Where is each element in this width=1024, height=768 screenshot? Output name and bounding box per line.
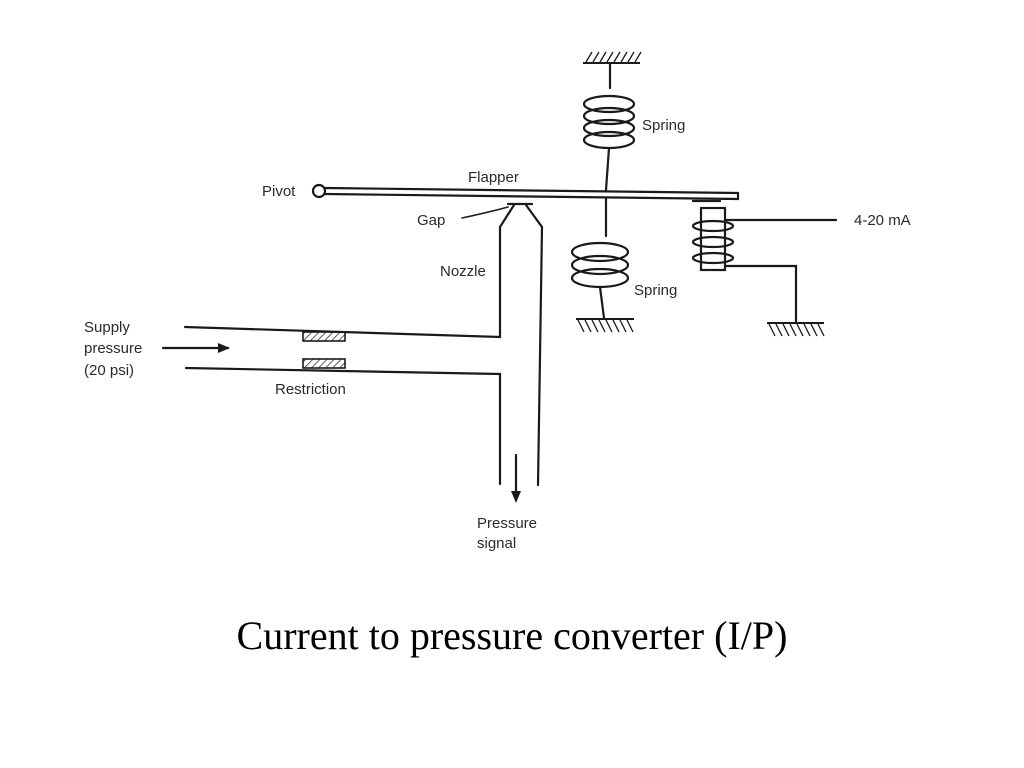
current-input-label: 4-20 mA [854, 212, 911, 229]
lower-spring [570, 197, 630, 320]
restriction-label: Restriction [275, 381, 346, 398]
restriction-blocks [302, 331, 346, 369]
coil-electromagnet [691, 199, 838, 324]
nozzle-and-piping [183, 202, 544, 487]
nozzle-label: Nozzle [440, 263, 486, 280]
spring-top-label: Spring [642, 117, 685, 134]
pivot-label: Pivot [262, 183, 296, 200]
top-ground-mount [583, 51, 642, 64]
coil-ground [767, 322, 825, 337]
gap-leader [461, 206, 509, 219]
upper-spring [582, 62, 636, 192]
supply-label-line3: (20 psi) [84, 362, 134, 379]
signal-label-line2: signal [477, 535, 516, 552]
supply-label-line2: pressure [84, 340, 142, 357]
gap-label: Gap [417, 212, 445, 229]
diagram-caption: Current to pressure converter (I/P) [236, 613, 788, 658]
flapper-beam [311, 183, 740, 201]
flapper-label: Flapper [468, 169, 519, 186]
spring-bottom-label: Spring [634, 282, 677, 299]
signal-label-line1: Pressure [477, 515, 537, 532]
spring-ground [576, 318, 634, 333]
supply-arrow [161, 343, 230, 353]
signal-arrow [511, 453, 521, 503]
supply-label-line1: Supply [84, 319, 130, 336]
